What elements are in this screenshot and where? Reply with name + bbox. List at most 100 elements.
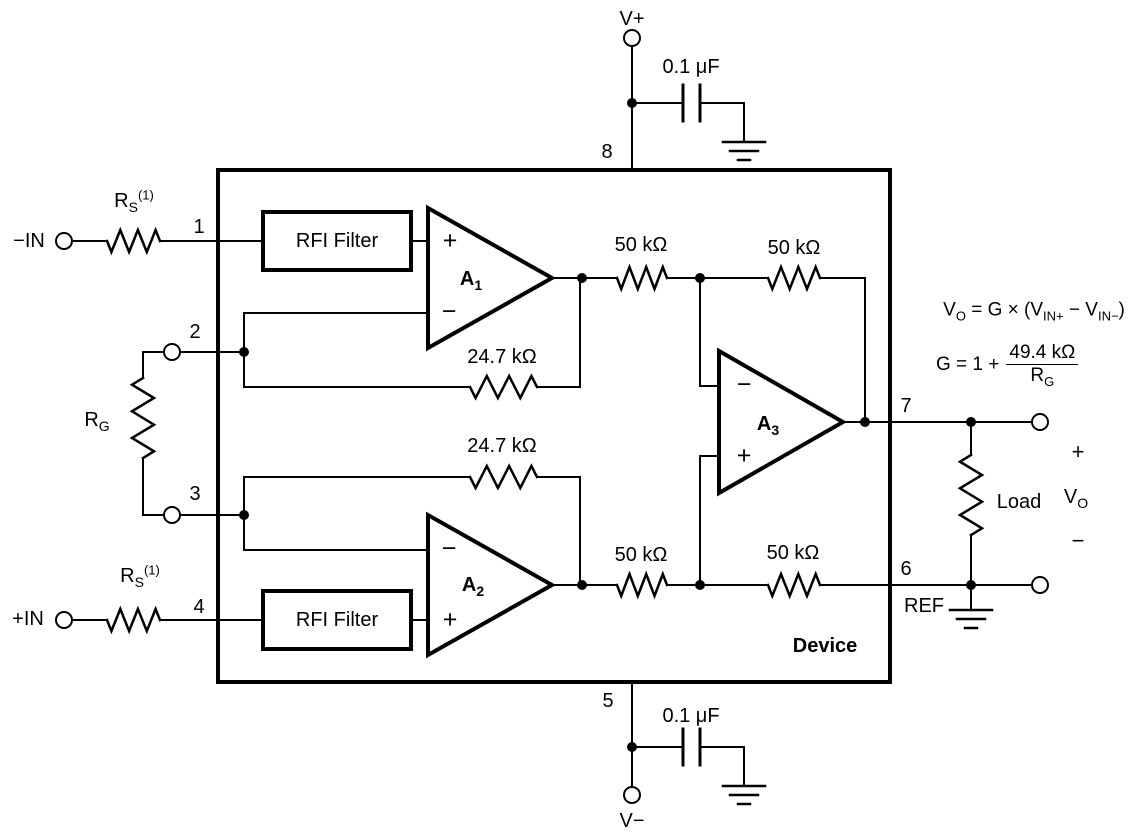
pin5-label: 5 xyxy=(602,690,614,712)
terminal-v-plus xyxy=(623,29,641,47)
a1-feedback-wires xyxy=(243,277,581,388)
node-dot xyxy=(239,510,249,520)
output-plus-label: + xyxy=(1071,439,1085,464)
rs-top-label: RS(1) xyxy=(114,188,154,214)
eq-vo-sub: IN− xyxy=(1097,308,1119,324)
device-box xyxy=(216,168,892,684)
resistor-50k-bottom2 xyxy=(766,570,822,600)
node-dot xyxy=(695,580,705,590)
vo-base: V xyxy=(1063,486,1078,508)
a3-base: A xyxy=(756,413,772,435)
terminal-pin2 xyxy=(163,343,181,361)
terminal-pin3 xyxy=(163,506,181,524)
a3-sub: 3 xyxy=(771,422,780,438)
node-dot xyxy=(627,742,637,752)
a2-plus-sign: + xyxy=(442,605,458,634)
resistor-load xyxy=(957,453,985,537)
opamp-a3-label: A3 xyxy=(756,413,779,437)
node-dot xyxy=(239,347,249,357)
resistor-50k-top2 xyxy=(766,263,822,293)
ground-symbol-top xyxy=(721,140,767,162)
rs-sub: S xyxy=(128,199,138,215)
opamp-a2-triangle xyxy=(426,511,557,659)
rfi-filter-top-label: RFI Filter xyxy=(295,230,379,252)
terminal-neg-in xyxy=(55,232,73,250)
eq-gain-denominator: RG xyxy=(1030,365,1054,388)
v-plus-label: V+ xyxy=(619,8,645,30)
a1-base: A xyxy=(459,268,475,290)
pin6-label: 6 xyxy=(900,558,912,580)
node-dot xyxy=(860,417,870,427)
r24k7-bottom-label: 24.7 kΩ xyxy=(467,435,537,457)
equation-vo: VO = G × (VIN+ − VIN−) xyxy=(943,299,1125,324)
v-minus-supply-wires xyxy=(631,681,745,788)
a1-sub: 1 xyxy=(474,277,483,293)
opamp-a3-triangle xyxy=(717,347,848,497)
junction-dots xyxy=(239,98,976,752)
opamp-a1-triangle xyxy=(426,204,557,352)
resistor-rs-pos-in xyxy=(105,605,162,635)
node-dot xyxy=(966,417,976,427)
resistor-24k7-top xyxy=(468,373,539,401)
a2-sub: 2 xyxy=(476,583,485,599)
r50k-top2-label: 50 kΩ xyxy=(767,237,821,259)
pin3-label: 3 xyxy=(189,483,201,505)
pos-in-label: +IN xyxy=(12,608,44,630)
r50k-bottom2-label: 50 kΩ xyxy=(766,542,820,564)
a2-feedback-wires xyxy=(243,476,581,586)
resistor-rg xyxy=(129,376,157,460)
cap-bottom-label: 0.1 μF xyxy=(662,705,720,727)
eq-vo-part: V xyxy=(943,299,956,321)
resistor-50k-bottom1 xyxy=(615,570,669,600)
ref-label: REF xyxy=(904,595,944,617)
vo-sub: O xyxy=(1077,495,1089,511)
rs-bottom-label: RS(1) xyxy=(120,563,160,589)
opamp-a1-label: A1 xyxy=(459,268,482,292)
eq-gain-lhs: G = 1 + xyxy=(936,353,1000,375)
terminal-output-pin7 xyxy=(1031,413,1049,431)
top-rail-wires xyxy=(551,277,866,423)
node-dot xyxy=(577,273,587,283)
pin7-label: 7 xyxy=(900,395,912,417)
opamp-a2-label: A2 xyxy=(462,575,484,598)
a2-minus-sign: − xyxy=(441,534,457,563)
r24k7-top-label: 24.7 kΩ xyxy=(467,346,537,368)
pin2-label: 2 xyxy=(189,321,201,343)
rs-sub: S xyxy=(134,574,144,590)
rg-sub: G xyxy=(98,418,110,434)
node-dot xyxy=(966,580,976,590)
capacitor-bottom xyxy=(681,727,702,767)
pin8-label: 8 xyxy=(601,141,613,163)
terminal-v-minus xyxy=(623,786,641,804)
neg-in-label: −IN xyxy=(13,230,45,252)
rfi-filter-bottom-label: RFI Filter xyxy=(295,609,379,631)
r50k-bottom1-label: 50 kΩ xyxy=(614,544,668,566)
r50k-top1-label: 50 kΩ xyxy=(614,234,668,256)
rs-footnote: (1) xyxy=(143,562,160,578)
a3-plus-sign: + xyxy=(736,441,752,470)
equation-gain: G = 1 + 49.4 kΩ RG xyxy=(936,343,1079,388)
rg-label: RG xyxy=(84,409,109,433)
node-dot xyxy=(627,98,637,108)
resistor-24k7-bottom xyxy=(468,463,539,491)
v-minus-label: V− xyxy=(619,810,645,832)
eq-gain-numerator: 49.4 kΩ xyxy=(1006,343,1079,365)
pin4-label: 4 xyxy=(193,596,205,618)
rg-base: R xyxy=(84,409,99,431)
terminal-ref-pin6 xyxy=(1031,576,1049,594)
node-dot xyxy=(695,273,705,283)
ground-symbol-ref xyxy=(948,608,994,630)
eq-gain-den-base: R xyxy=(1030,365,1045,386)
load-label: Load xyxy=(996,491,1042,513)
output-vo-label: VO xyxy=(1063,486,1088,510)
terminal-pos-in xyxy=(55,611,73,629)
rs-base: R xyxy=(120,565,135,587)
a1-minus-sign: − xyxy=(441,297,457,326)
rs-base: R xyxy=(114,190,129,212)
eq-gain-den-sub: G xyxy=(1044,373,1055,389)
rg-wires xyxy=(142,351,245,516)
eq-gain-fraction: 49.4 kΩ RG xyxy=(1006,343,1079,388)
eq-vo-part: ) xyxy=(1118,299,1125,321)
eq-vo-part: = G × (V xyxy=(965,299,1044,321)
